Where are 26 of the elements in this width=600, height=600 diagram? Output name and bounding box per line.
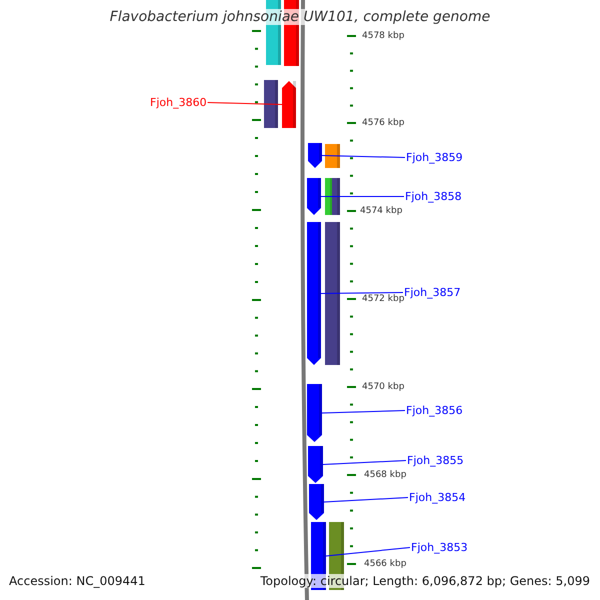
leader-line (326, 547, 410, 556)
scale-label: 4576 kbp (362, 118, 404, 129)
gene-label: Fjoh_3858 (405, 190, 462, 203)
gene-label: Fjoh_3860 (150, 96, 207, 109)
scale-label: 4572 kbp (362, 294, 404, 305)
info-text: Accession: NC_009441 (9, 574, 146, 588)
leader-line (207, 102, 282, 105)
gene-label: Fjoh_3859 (406, 151, 463, 164)
gene-label: Fjoh_3857 (404, 286, 461, 299)
info-text: Topology: circular; Length: 6,096,872 bp; Genes: 5,099 (260, 574, 590, 588)
leader-line (320, 292, 404, 294)
scale-label: 4568 kbp (364, 470, 406, 481)
gene-label: Fjoh_3853 (411, 541, 468, 554)
gene-label: Fjoh_3855 (407, 454, 464, 467)
scale-label: 4574 kbp (360, 206, 402, 217)
scale-label: 4578 kbp (362, 31, 404, 42)
leader-line (320, 196, 404, 197)
leader-line (322, 410, 406, 414)
title: Flavobacterium johnsoniae UW101, complete genome (110, 9, 490, 25)
gene-label: Fjoh_3856 (406, 404, 463, 417)
scale-label: 4570 kbp (362, 382, 404, 393)
scale-label: 4566 kbp (364, 559, 406, 570)
gene-label: Fjoh_3854 (409, 491, 466, 504)
leader-line (322, 460, 406, 465)
leader-line (322, 155, 406, 158)
leader-line (324, 497, 408, 502)
